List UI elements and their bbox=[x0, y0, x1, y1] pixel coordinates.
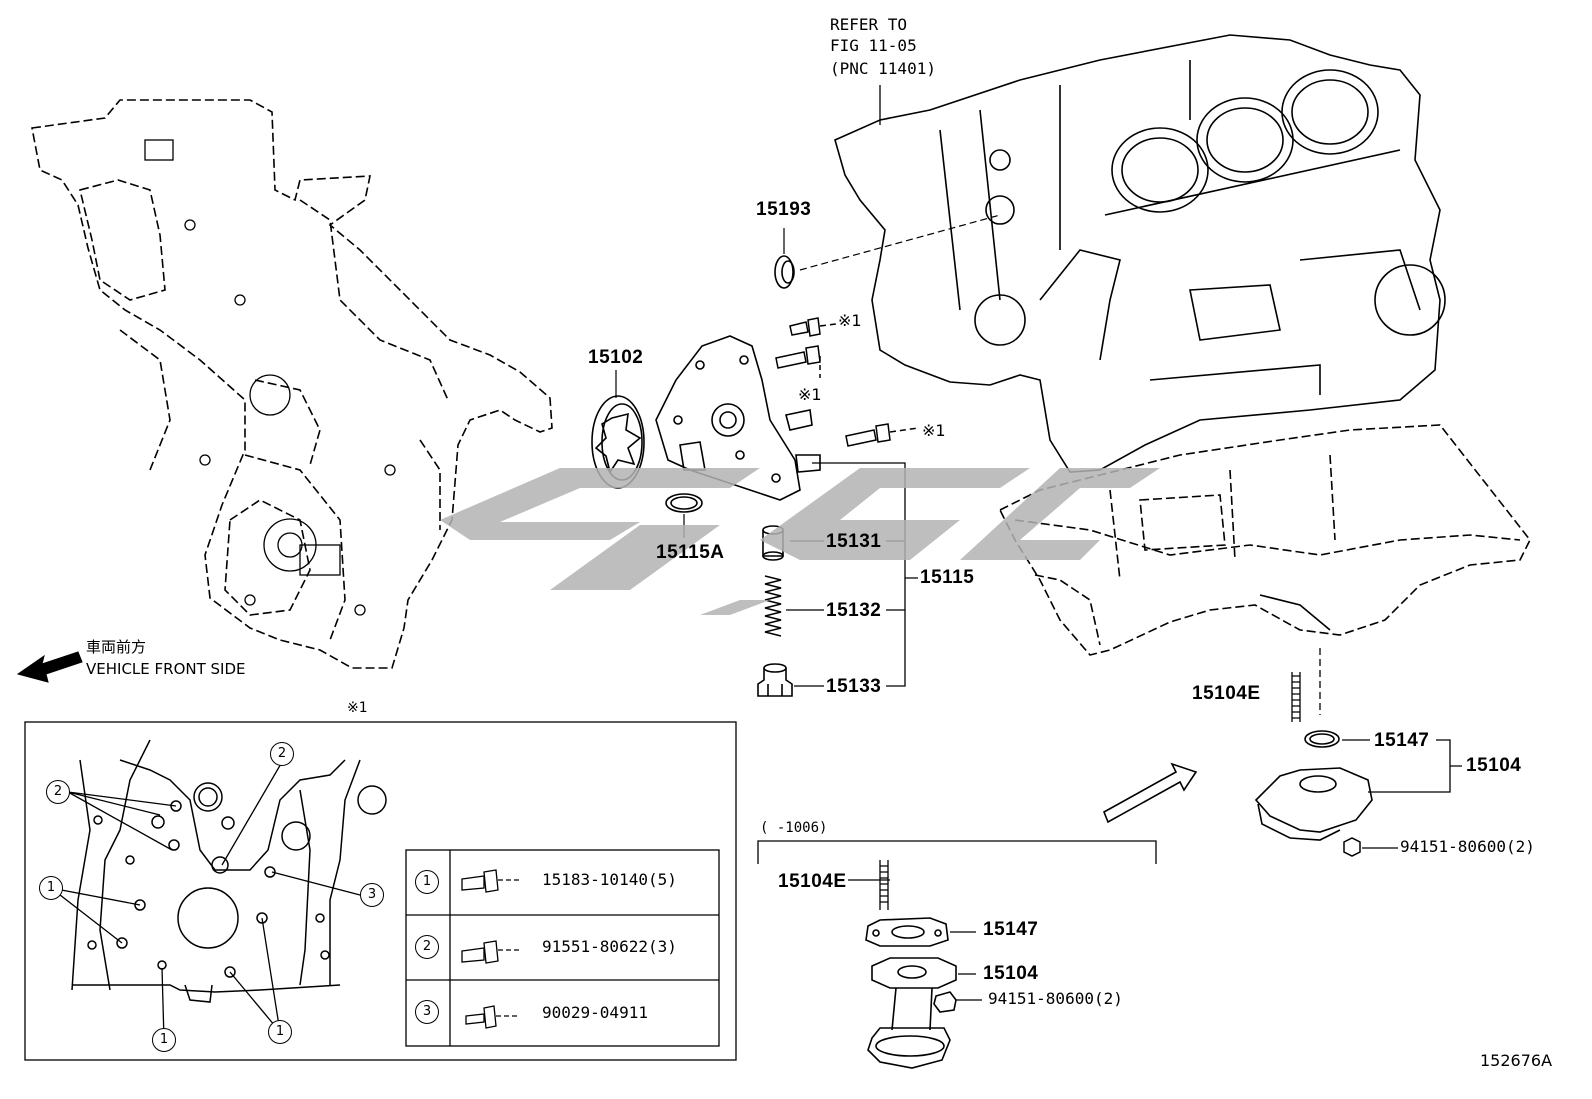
part-label-15131[interactable]: 15131 bbox=[826, 531, 882, 552]
inset-callout-3: 3 bbox=[360, 883, 384, 907]
inset-callout-2b: 2 bbox=[270, 742, 294, 766]
refer-note-line2: FIG 11-05 bbox=[830, 36, 917, 55]
variant-label-15104E[interactable]: 15104E bbox=[778, 871, 847, 892]
inset-row-3-number: 3 bbox=[415, 1000, 439, 1024]
oil-pan-drawing bbox=[998, 424, 1531, 656]
o-ring-15115A bbox=[665, 493, 703, 513]
relief-valve-leaders bbox=[786, 540, 824, 687]
part-label-15193[interactable]: 15193 bbox=[756, 199, 812, 220]
vehicle-front-en: VEHICLE FRONT SIDE bbox=[86, 660, 246, 678]
stud-15104E bbox=[1291, 672, 1301, 722]
strainer-15104 bbox=[1254, 767, 1373, 841]
bolt-mark-1: ※1 bbox=[838, 311, 862, 330]
inset-frame bbox=[24, 721, 737, 1061]
vehicle-front-jp: 車両前方 bbox=[86, 638, 147, 656]
timing-chain-cover-drawing bbox=[31, 99, 553, 669]
part-label-15115A[interactable]: 15115A bbox=[656, 542, 725, 563]
inset-row-2-number: 2 bbox=[415, 935, 439, 959]
pump-bolts bbox=[775, 317, 919, 447]
refer-note-line1: REFER TO bbox=[830, 15, 908, 34]
inset-callout-1c: 1 bbox=[268, 1020, 292, 1044]
inset-title: ※1 bbox=[347, 700, 368, 716]
strainer-leaders bbox=[1342, 739, 1462, 849]
inset-row-1-part[interactable]: 15183-10140(5) bbox=[542, 870, 677, 889]
seal-ring-15193 bbox=[774, 255, 795, 289]
inset-callout-1a: 1 bbox=[39, 876, 63, 900]
inset-table-bolts bbox=[461, 869, 520, 1029]
variant-label-94151[interactable]: 94151-80600(2) bbox=[988, 989, 1123, 1008]
inset-callout-2a: 2 bbox=[46, 780, 70, 804]
inset-callout-leaders bbox=[50, 761, 361, 1041]
install-direction-arrow bbox=[1102, 762, 1198, 824]
gasket-15147 bbox=[1304, 730, 1340, 748]
inset-block-drawing bbox=[71, 739, 387, 1003]
variant-stud bbox=[879, 860, 889, 910]
nut-94151 bbox=[1343, 837, 1361, 857]
variant-gasket bbox=[865, 917, 949, 947]
part-label-15102[interactable]: 15102 bbox=[588, 347, 644, 368]
plug-15133 bbox=[757, 663, 793, 697]
variant-strainer bbox=[867, 957, 957, 1069]
variant-box-bracket bbox=[757, 840, 1157, 864]
part-label-15147[interactable]: 15147 bbox=[1374, 730, 1430, 751]
variant-range: ( -1006) bbox=[760, 820, 828, 836]
timing-cover-detail bbox=[144, 139, 396, 616]
part-label-15104[interactable]: 15104 bbox=[1466, 755, 1522, 776]
variant-leaders bbox=[848, 879, 982, 1001]
inset-table-grid bbox=[405, 849, 720, 1047]
bolt-mark-3: ※1 bbox=[922, 421, 946, 440]
variant-label-15104[interactable]: 15104 bbox=[983, 963, 1039, 984]
part-label-94151[interactable]: 94151-80600(2) bbox=[1400, 837, 1535, 856]
part-label-15115[interactable]: 15115 bbox=[920, 567, 975, 588]
inset-row-3-part[interactable]: 90029-04911 bbox=[542, 1003, 648, 1022]
inset-row-2-part[interactable]: 91551-80622(3) bbox=[542, 937, 677, 956]
part-label-15133[interactable]: 15133 bbox=[826, 676, 882, 697]
part-label-15132[interactable]: 15132 bbox=[826, 600, 882, 621]
spring-15132 bbox=[764, 575, 782, 637]
inset-row-1-number: 1 bbox=[415, 870, 439, 894]
refer-note-line3: (PNC 11401) bbox=[830, 59, 936, 78]
figure-id: 152676A bbox=[1480, 1051, 1553, 1070]
inset-callout-1b: 1 bbox=[152, 1028, 176, 1052]
watermark-logo bbox=[440, 468, 1160, 615]
seal-centerline bbox=[799, 214, 1001, 271]
bolt-mark-2: ※1 bbox=[798, 385, 822, 404]
part-label-15104E[interactable]: 15104E bbox=[1192, 683, 1261, 704]
vehicle-front-arrow-icon bbox=[16, 651, 83, 683]
cylinder-block-drawing bbox=[834, 34, 1446, 473]
variant-label-15147[interactable]: 15147 bbox=[983, 919, 1039, 940]
